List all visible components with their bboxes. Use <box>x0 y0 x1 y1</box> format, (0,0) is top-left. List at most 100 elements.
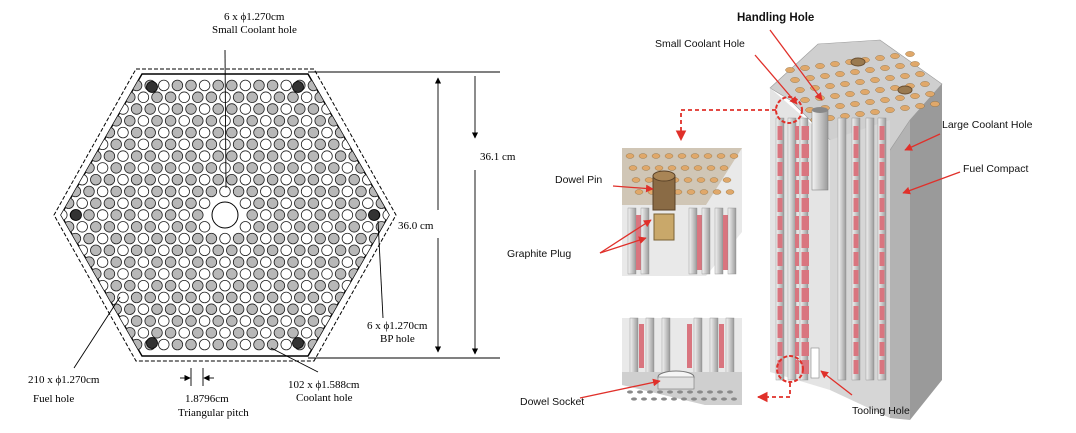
hole <box>198 173 211 186</box>
hole <box>362 221 374 233</box>
hole <box>185 173 197 186</box>
hole <box>43 163 54 174</box>
bp-hole <box>146 81 158 93</box>
compact <box>853 288 859 302</box>
hole <box>341 185 354 198</box>
hole <box>171 291 184 304</box>
inset-rod <box>693 317 703 375</box>
hole <box>300 209 313 221</box>
hole <box>178 256 190 268</box>
dim-inner: 36.0 cm <box>398 220 434 232</box>
hole <box>382 256 389 268</box>
pitch-label: Triangular pitch <box>178 407 249 419</box>
hole <box>328 209 340 221</box>
hole <box>103 173 116 186</box>
compact <box>879 252 885 266</box>
hole <box>62 103 75 115</box>
top-hole <box>855 111 865 117</box>
hole <box>198 79 211 92</box>
hole <box>29 115 40 126</box>
hole <box>137 138 150 151</box>
hole <box>239 291 252 304</box>
hole <box>355 327 367 339</box>
compact <box>801 342 807 356</box>
hole <box>205 115 218 127</box>
hole <box>90 244 102 257</box>
hole <box>178 303 190 315</box>
top-hole <box>825 83 835 89</box>
hole <box>36 339 47 350</box>
hole <box>69 115 82 127</box>
top-hole <box>880 65 890 71</box>
hole <box>219 327 231 339</box>
hole <box>246 327 258 339</box>
compact <box>805 216 809 230</box>
hole <box>36 151 47 162</box>
hole <box>192 303 204 315</box>
hole <box>171 150 184 162</box>
hole <box>205 185 218 198</box>
rod <box>837 117 847 381</box>
handling-hole-top <box>812 107 828 113</box>
inset-hole <box>719 165 729 171</box>
hole <box>397 186 408 197</box>
compact <box>805 252 809 266</box>
hole <box>368 303 381 315</box>
compact <box>795 324 799 338</box>
hole <box>62 315 75 327</box>
hole <box>158 173 170 186</box>
hole <box>294 173 306 186</box>
hole <box>212 315 224 327</box>
hole <box>69 303 82 315</box>
hole <box>382 209 389 221</box>
hole <box>103 244 116 257</box>
hole <box>321 126 333 139</box>
hole <box>43 327 54 338</box>
inset-rod <box>640 207 650 275</box>
inset-hole <box>683 177 693 183</box>
hole <box>124 115 136 127</box>
bp-hole <box>292 337 304 349</box>
compact <box>777 234 783 248</box>
hole <box>90 221 102 233</box>
hole <box>103 268 116 280</box>
hole <box>260 162 272 174</box>
hole <box>314 209 326 221</box>
hole <box>362 150 374 162</box>
handling-hole-center <box>211 201 239 229</box>
hole <box>171 244 184 257</box>
hole <box>212 291 224 304</box>
hole <box>417 339 428 350</box>
compact <box>853 306 859 320</box>
hole <box>280 79 292 92</box>
hole <box>212 126 224 139</box>
hole <box>144 291 156 304</box>
hole <box>158 197 170 209</box>
inset-rod <box>714 207 724 275</box>
top-hole <box>885 107 895 113</box>
hole <box>117 221 129 233</box>
hole <box>61 303 68 315</box>
hole <box>219 138 231 151</box>
hole <box>273 115 286 127</box>
hole <box>205 327 218 339</box>
hole <box>334 268 347 280</box>
hole <box>185 221 197 233</box>
hole <box>103 150 116 162</box>
hole <box>321 221 333 233</box>
hole <box>76 103 88 115</box>
hole <box>96 115 109 127</box>
hole <box>403 269 414 280</box>
compact <box>777 324 783 338</box>
hole <box>158 244 170 257</box>
hole <box>232 138 245 151</box>
hole <box>83 138 95 151</box>
compact <box>777 162 783 176</box>
hole <box>239 197 252 209</box>
compact <box>879 144 885 158</box>
hole <box>307 221 320 233</box>
compact <box>795 360 799 374</box>
hole <box>29 233 40 244</box>
hole <box>137 185 150 198</box>
hex-cross-section <box>29 68 428 362</box>
